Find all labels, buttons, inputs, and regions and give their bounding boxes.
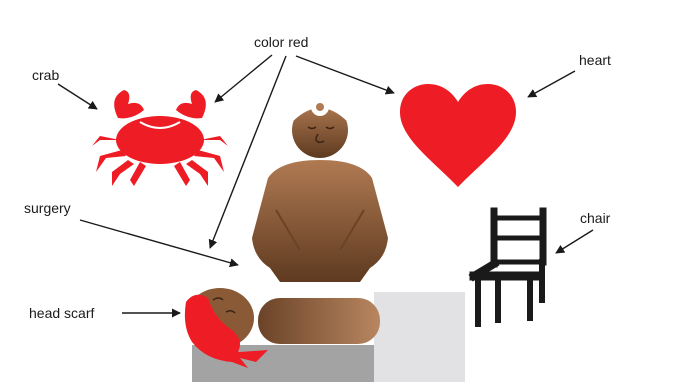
surgical-sheet: [374, 292, 465, 382]
chair-shape: [474, 211, 543, 324]
label-head-scarf: head scarf: [29, 305, 94, 321]
label-heart: heart: [579, 52, 611, 68]
label-surgery: surgery: [24, 200, 71, 216]
crab-shape: [92, 90, 228, 186]
arrow-surgery: [80, 220, 238, 265]
label-crab: crab: [32, 67, 59, 83]
arrow-heart: [528, 71, 575, 97]
surgeon-body: [252, 160, 388, 282]
label-color-red: color red: [254, 34, 308, 50]
heart-shape: [400, 84, 516, 187]
label-chair: chair: [580, 210, 610, 226]
arrow-color-red-heart: [296, 56, 394, 93]
arrow-crab: [58, 84, 97, 109]
surgeon-figure: [252, 98, 388, 282]
arrow-chair: [556, 230, 593, 253]
arrow-color-red-crab: [215, 55, 272, 102]
patient-body: [258, 298, 380, 344]
